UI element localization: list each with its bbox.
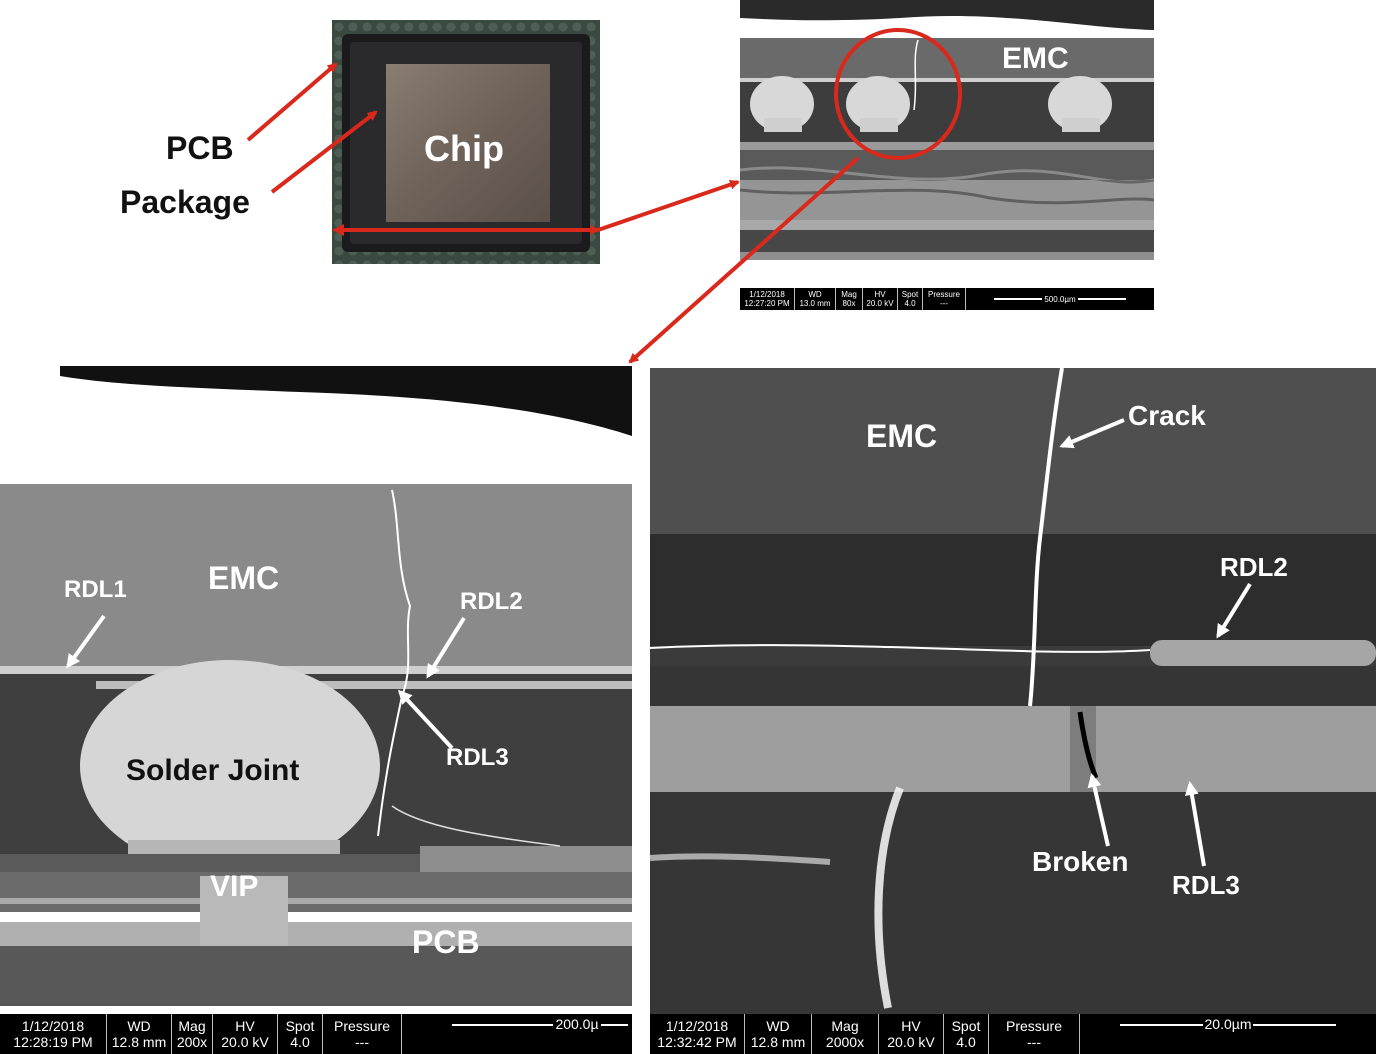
emc-label-left: EMC — [208, 560, 280, 596]
sem-mag-header: Mag — [831, 1018, 859, 1034]
sem-date: 1/12/2018 — [665, 1018, 729, 1034]
scale-bar-label: 20.0µm — [1202, 1016, 1254, 1032]
emc-label-right: EMC — [866, 418, 938, 454]
rdl3-arrow-left — [397, 689, 454, 750]
sem-wd: 13.0 mm — [799, 299, 831, 308]
package-photo-image — [332, 20, 600, 264]
sem-mag: 2000x — [825, 1034, 865, 1050]
sem-pressure-header: Pressure — [333, 1018, 391, 1034]
solder-joint-label: Solder Joint — [126, 754, 300, 787]
rdl2-arrow-right — [1216, 582, 1252, 639]
sem-hv-header: HV — [874, 290, 886, 299]
rdl2-label-left: RDL2 — [460, 588, 523, 615]
sem-date: 1/12/2018 — [21, 1018, 85, 1034]
rdl2-arrow-left — [426, 616, 466, 679]
package-label: Package — [120, 184, 250, 220]
sem-spot: 4.0 — [904, 299, 916, 308]
pcb-label-left: PCB — [412, 924, 480, 960]
link-arrow-to-sem — [597, 179, 740, 232]
sem-mag-header: Mag — [841, 290, 857, 299]
sem-wd: 12.8 mm — [750, 1034, 806, 1050]
rdl2-label-right: RDL2 — [1220, 552, 1288, 582]
sem-time: 12:32:42 PM — [657, 1034, 737, 1050]
sem-hv: 20.0 kV — [221, 1034, 269, 1050]
broken-arrow — [1087, 773, 1110, 847]
broken-label: Broken — [1032, 846, 1129, 877]
sem-cross-section-panel: EMC RDL1 RDL2 RDL3 Solder Joint VIP PCB … — [0, 366, 632, 1054]
sem-crack-detail-image — [650, 368, 1376, 1028]
sem-wd-header: WD — [808, 290, 822, 299]
sem-wd-header: WD — [127, 1018, 151, 1034]
sem-pressure-header: Pressure — [1005, 1018, 1063, 1034]
scale-bar: 200.0µ — [402, 1014, 632, 1054]
scale-bar-label: 200.0µ — [553, 1016, 601, 1032]
rdl1-label: RDL1 — [64, 576, 127, 603]
scale-bar-label: 500.0µm — [1042, 294, 1078, 304]
sem-pressure: --- — [355, 1034, 369, 1050]
sem-mag: 80x — [842, 299, 856, 308]
sem-spot-header: Spot — [285, 1018, 315, 1034]
rdl3-arrow-right — [1184, 781, 1206, 867]
sem-hv-header: HV — [235, 1018, 255, 1034]
sem-hv-header: HV — [901, 1018, 921, 1034]
sem-spot: 4.0 — [290, 1034, 310, 1050]
crack-label: Crack — [1128, 400, 1206, 431]
sem-wd: 12.8 mm — [111, 1034, 167, 1050]
pcb-label-top: PCB — [166, 130, 234, 166]
rdl3-label-right: RDL3 — [1172, 870, 1240, 900]
sem-wd-header: WD — [766, 1018, 790, 1034]
sem-pressure: --- — [940, 299, 948, 308]
crack-highlight-circle — [834, 28, 962, 160]
zoom-arrow — [628, 156, 860, 364]
pcb-arrow — [246, 62, 338, 142]
sem-pressure-header: Pressure — [927, 290, 960, 299]
sem-time: 12:28:19 PM — [13, 1034, 93, 1050]
sem-spot: 4.0 — [956, 1034, 976, 1050]
sem-time: 12:27:20 PM — [744, 299, 790, 308]
sem-hv: 20.0 kV — [887, 1034, 935, 1050]
crack-arrow — [1059, 418, 1125, 449]
sem-pressure: --- — [1027, 1034, 1041, 1050]
sem-mag: 200x — [176, 1034, 208, 1050]
sem-spot-header: Spot — [951, 1018, 981, 1034]
rdl1-arrow — [66, 614, 106, 669]
package-arrow — [270, 110, 378, 194]
emc-label-top: EMC — [1002, 42, 1069, 75]
vip-label: VIP — [210, 870, 259, 903]
scale-bar: 20.0µm — [1080, 1014, 1376, 1054]
sem-mag-header: Mag — [178, 1018, 206, 1034]
sem-hv: 20.0 kV — [866, 299, 894, 308]
scale-bar: 500.0µm — [966, 288, 1154, 310]
chip-label: Chip — [424, 128, 504, 169]
sem-date: 1/12/2018 — [749, 290, 785, 299]
package-photo: Chip — [332, 20, 600, 264]
sem-cross-section-image — [0, 366, 632, 1006]
sem-spot-header: Spot — [901, 290, 919, 299]
rdl3-label-left: RDL3 — [446, 744, 509, 771]
